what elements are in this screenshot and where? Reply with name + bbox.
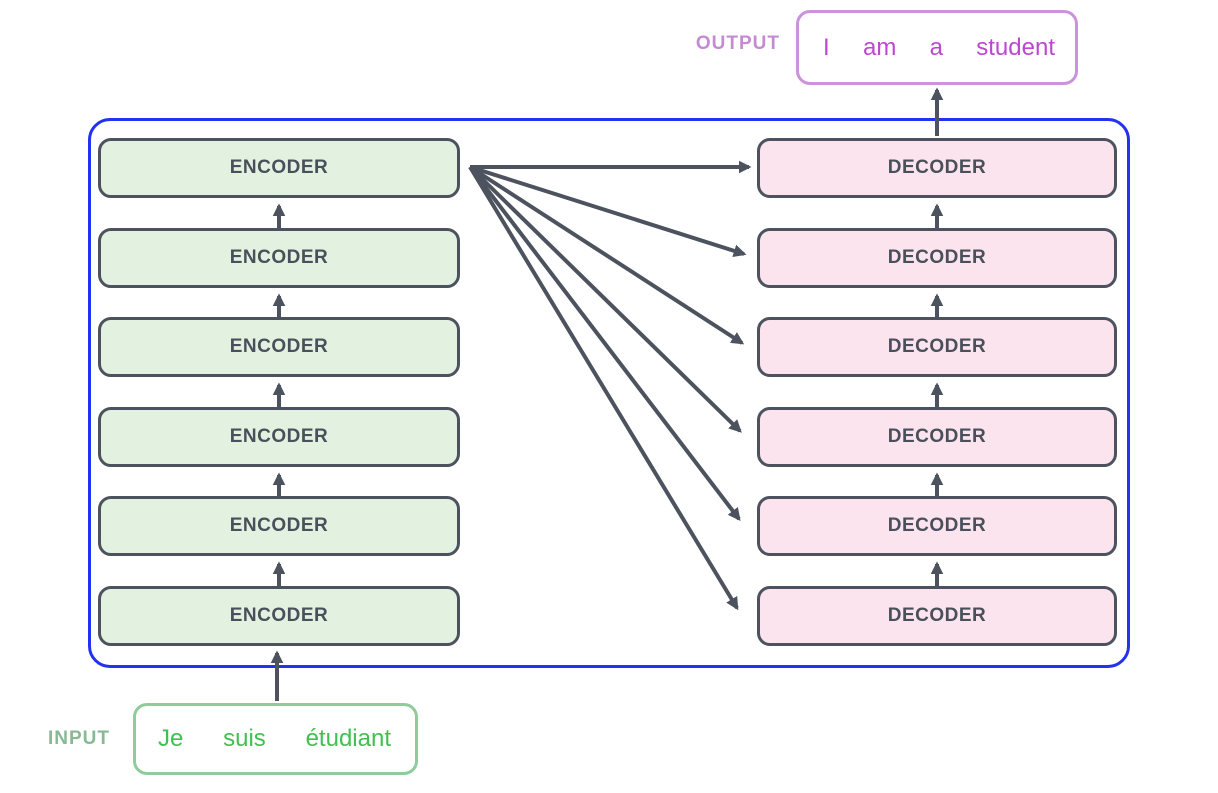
decoder-block: DECODER <box>757 317 1117 378</box>
output-label: OUTPUT <box>695 33 780 54</box>
decoder-block: DECODER <box>757 585 1117 646</box>
encoder-block: ENCODER <box>98 496 460 557</box>
encoder-block: ENCODER <box>98 317 460 378</box>
decoder-block: DECODER <box>757 227 1117 288</box>
input-word: étudiant <box>305 725 391 752</box>
input-sentence-box: Je suis étudiant <box>133 703 418 775</box>
encoder-block: ENCODER <box>98 138 460 198</box>
decoder-block: DECODER <box>757 406 1117 467</box>
output-word: a <box>929 33 943 61</box>
input-label: INPUT <box>48 728 110 749</box>
decoder-stack: DECODER DECODER DECODER DECODER DECODER … <box>757 138 1117 646</box>
decoder-block: DECODER <box>757 496 1117 557</box>
output-sentence-box: I am a student <box>796 10 1078 85</box>
input-word: suis <box>223 725 266 752</box>
encoder-block: ENCODER <box>98 406 460 467</box>
encoder-stack: ENCODER ENCODER ENCODER ENCODER ENCODER … <box>98 138 460 646</box>
output-word: I <box>823 33 830 61</box>
encoder-block: ENCODER <box>98 227 460 288</box>
decoder-block: DECODER <box>757 138 1117 198</box>
output-word: student <box>976 33 1055 61</box>
encoder-block: ENCODER <box>98 585 460 646</box>
encoder-decoder-frame <box>88 118 1130 668</box>
output-word: am <box>862 33 897 61</box>
input-word: Je <box>158 725 184 752</box>
